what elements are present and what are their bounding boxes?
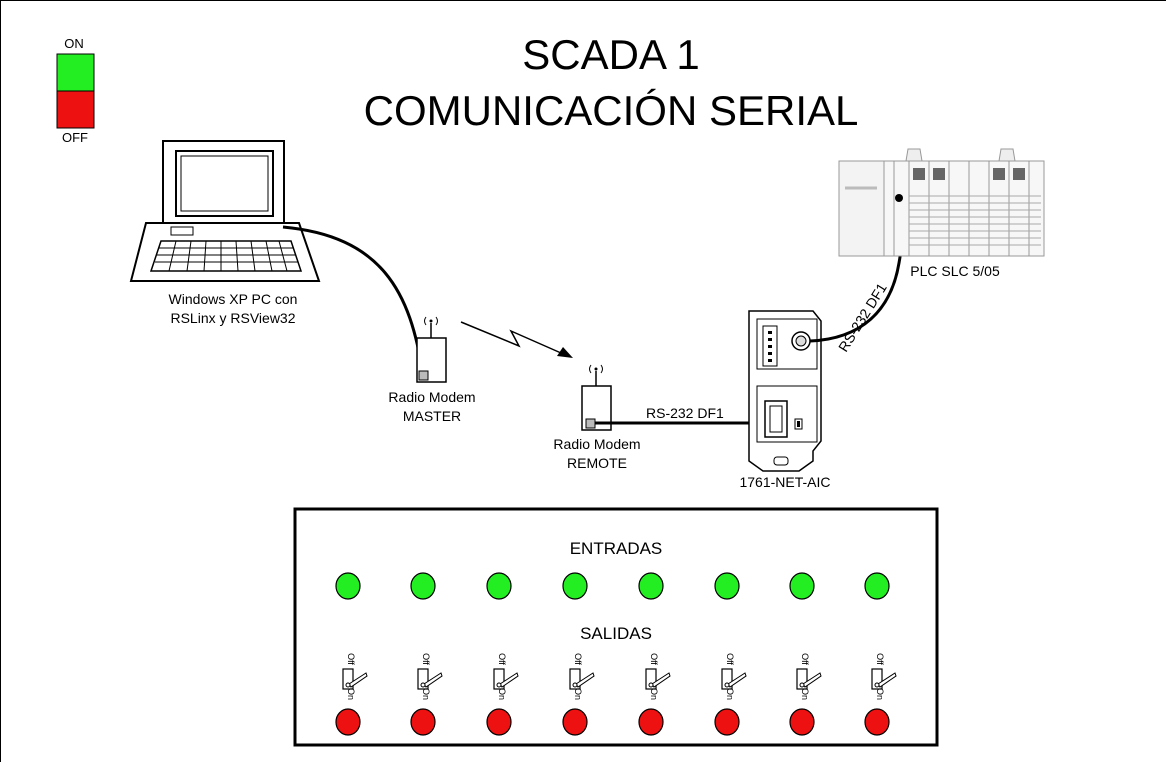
switch-on-text: On — [875, 688, 885, 700]
modem-remote-label-2: REMOTE — [567, 455, 627, 471]
modem-remote-label-1: Radio Modem — [553, 436, 640, 452]
switch-pivot — [496, 682, 502, 688]
switch-body — [871, 668, 883, 690]
switch-on-text: On — [649, 688, 659, 700]
switch-on-text: On — [800, 688, 810, 700]
title-line-1: SCADA 1 — [522, 31, 699, 78]
switch-off-text: Off — [649, 653, 659, 665]
legend-off-swatch — [56, 90, 95, 129]
switch-off-text: Off — [421, 653, 431, 665]
switch-off-text: Off — [800, 653, 810, 665]
net-aic-label: 1761-NET-AIC — [739, 474, 830, 490]
radio-modem-master-icon — [416, 316, 447, 383]
output-indicator-3[interactable] — [486, 708, 512, 736]
switch-pivot — [572, 682, 578, 688]
switch-on-text: On — [497, 688, 507, 700]
switch-off-text: Off — [725, 653, 735, 665]
switch-pivot — [724, 682, 730, 688]
switch-body — [645, 668, 657, 690]
modem-master-label-1: Radio Modem — [388, 389, 475, 405]
salidas-label: SALIDAS — [580, 624, 652, 643]
input-indicator-5 — [638, 572, 664, 600]
radio-modem-remote-icon — [581, 364, 612, 431]
input-indicator-2 — [410, 572, 436, 600]
switch-lever — [423, 672, 443, 688]
legend-on-label: ON — [64, 36, 84, 51]
input-indicator-3 — [486, 572, 512, 600]
input-indicators — [335, 572, 890, 600]
output-indicators — [335, 708, 890, 736]
switch-body — [342, 668, 354, 690]
switch-body — [493, 668, 505, 690]
link-aic-plc-label: RS-232 DF1 — [835, 280, 890, 355]
switch-on-text: On — [346, 688, 356, 700]
entradas-label: ENTRADAS — [570, 539, 663, 558]
switch-pivot — [420, 682, 426, 688]
switch-pivot — [648, 682, 654, 688]
legend-off-label: OFF — [62, 130, 88, 145]
switch-pivot — [874, 682, 880, 688]
wireless-link-arrow — [460, 321, 573, 358]
pc-label-1: Windows XP PC con — [169, 291, 298, 307]
output-indicator-2[interactable] — [410, 708, 436, 736]
switch-body — [417, 668, 429, 690]
switch-on-text: On — [421, 688, 431, 700]
net-aic-module-icon — [748, 310, 822, 472]
output-indicator-7[interactable] — [789, 708, 815, 736]
output-indicator-6[interactable] — [714, 708, 740, 736]
link-remote-aic-label: RS-232 DF1 — [646, 405, 724, 421]
plc-rack-icon — [838, 148, 1045, 257]
output-indicator-1[interactable] — [335, 708, 361, 736]
switch-lever — [348, 672, 368, 688]
switch-off-text: Off — [573, 653, 583, 665]
switch-lever — [575, 672, 595, 688]
switch-lever — [802, 672, 822, 688]
switch-on-text: On — [725, 688, 735, 700]
input-indicator-7 — [789, 572, 815, 600]
io-panel — [293, 507, 939, 747]
switch-pivot — [799, 682, 805, 688]
input-indicator-6 — [714, 572, 740, 600]
switch-off-text: Off — [497, 653, 507, 665]
switch-lever — [877, 672, 897, 688]
switch-lever — [727, 672, 747, 688]
output-indicator-5[interactable] — [638, 708, 664, 736]
switch-off-text: Off — [875, 653, 885, 665]
input-indicator-8 — [864, 572, 890, 600]
switch-body — [721, 668, 733, 690]
modem-master-label-2: MASTER — [403, 408, 461, 424]
plc-label: PLC SLC 5/05 — [910, 263, 1000, 279]
switch-pivot — [345, 682, 351, 688]
switch-body — [569, 668, 581, 690]
input-indicator-1 — [335, 572, 361, 600]
switch-lever — [651, 672, 671, 688]
switch-lever — [499, 672, 519, 688]
switch-off-text: Off — [346, 653, 356, 665]
switch-body — [796, 668, 808, 690]
legend-on-swatch — [56, 53, 95, 92]
switch-on-text: On — [573, 688, 583, 700]
pc-label-2: RSLinx y RSView32 — [170, 310, 295, 326]
input-indicator-4 — [562, 572, 588, 600]
laptop-icon — [129, 140, 321, 282]
output-indicator-4[interactable] — [562, 708, 588, 736]
output-indicator-8[interactable] — [864, 708, 890, 736]
legend: ON OFF — [56, 36, 95, 145]
title-line-2: COMUNICACIÓN SERIAL — [364, 87, 859, 134]
